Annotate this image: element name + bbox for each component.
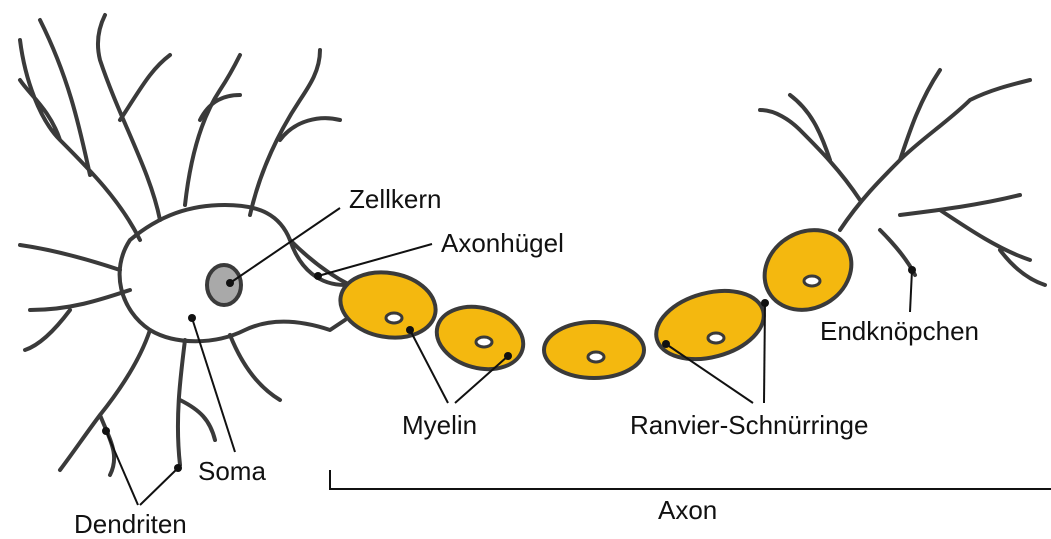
label-soma: Soma — [198, 458, 266, 484]
schwann-nucleus — [588, 352, 604, 362]
myelin-segment — [649, 280, 772, 370]
label-axonhuegel: Axonhügel — [441, 230, 564, 256]
leader-dot — [761, 299, 769, 307]
schwann-nucleus — [804, 276, 820, 286]
dendrite-branches-top — [20, 15, 340, 240]
leader-dot — [504, 352, 512, 360]
label-dendriten: Dendriten — [74, 511, 187, 537]
schwann-nucleus — [476, 337, 492, 347]
label-myelin: Myelin — [402, 412, 477, 438]
cell-nucleus — [207, 265, 241, 305]
axon-bracket — [330, 470, 1051, 489]
schwann-nucleus — [708, 333, 724, 343]
label-axon: Axon — [658, 497, 717, 523]
leader-dot — [174, 464, 182, 472]
leader-dot — [662, 340, 670, 348]
leader-dot — [908, 266, 916, 274]
myelin-segment — [335, 265, 441, 345]
leader-zellkern — [230, 208, 340, 283]
leader-dot — [226, 279, 234, 287]
label-ranvier: Ranvier-Schnürringe — [630, 412, 868, 438]
leader-dot — [102, 427, 110, 435]
myelin-segment — [544, 322, 644, 378]
leader-dot — [188, 314, 196, 322]
myelin-segment — [750, 215, 866, 326]
leader-ranvier-2 — [764, 303, 765, 403]
leader-dot — [406, 326, 414, 334]
schwann-nucleus — [386, 313, 402, 323]
leader-dot — [314, 272, 322, 280]
label-endknoepfchen: Endknöpchen — [820, 318, 979, 344]
label-zellkern: Zellkern — [349, 186, 441, 212]
leader-endknoepfchen — [910, 270, 912, 312]
leader-dendriten-2 — [140, 468, 178, 505]
